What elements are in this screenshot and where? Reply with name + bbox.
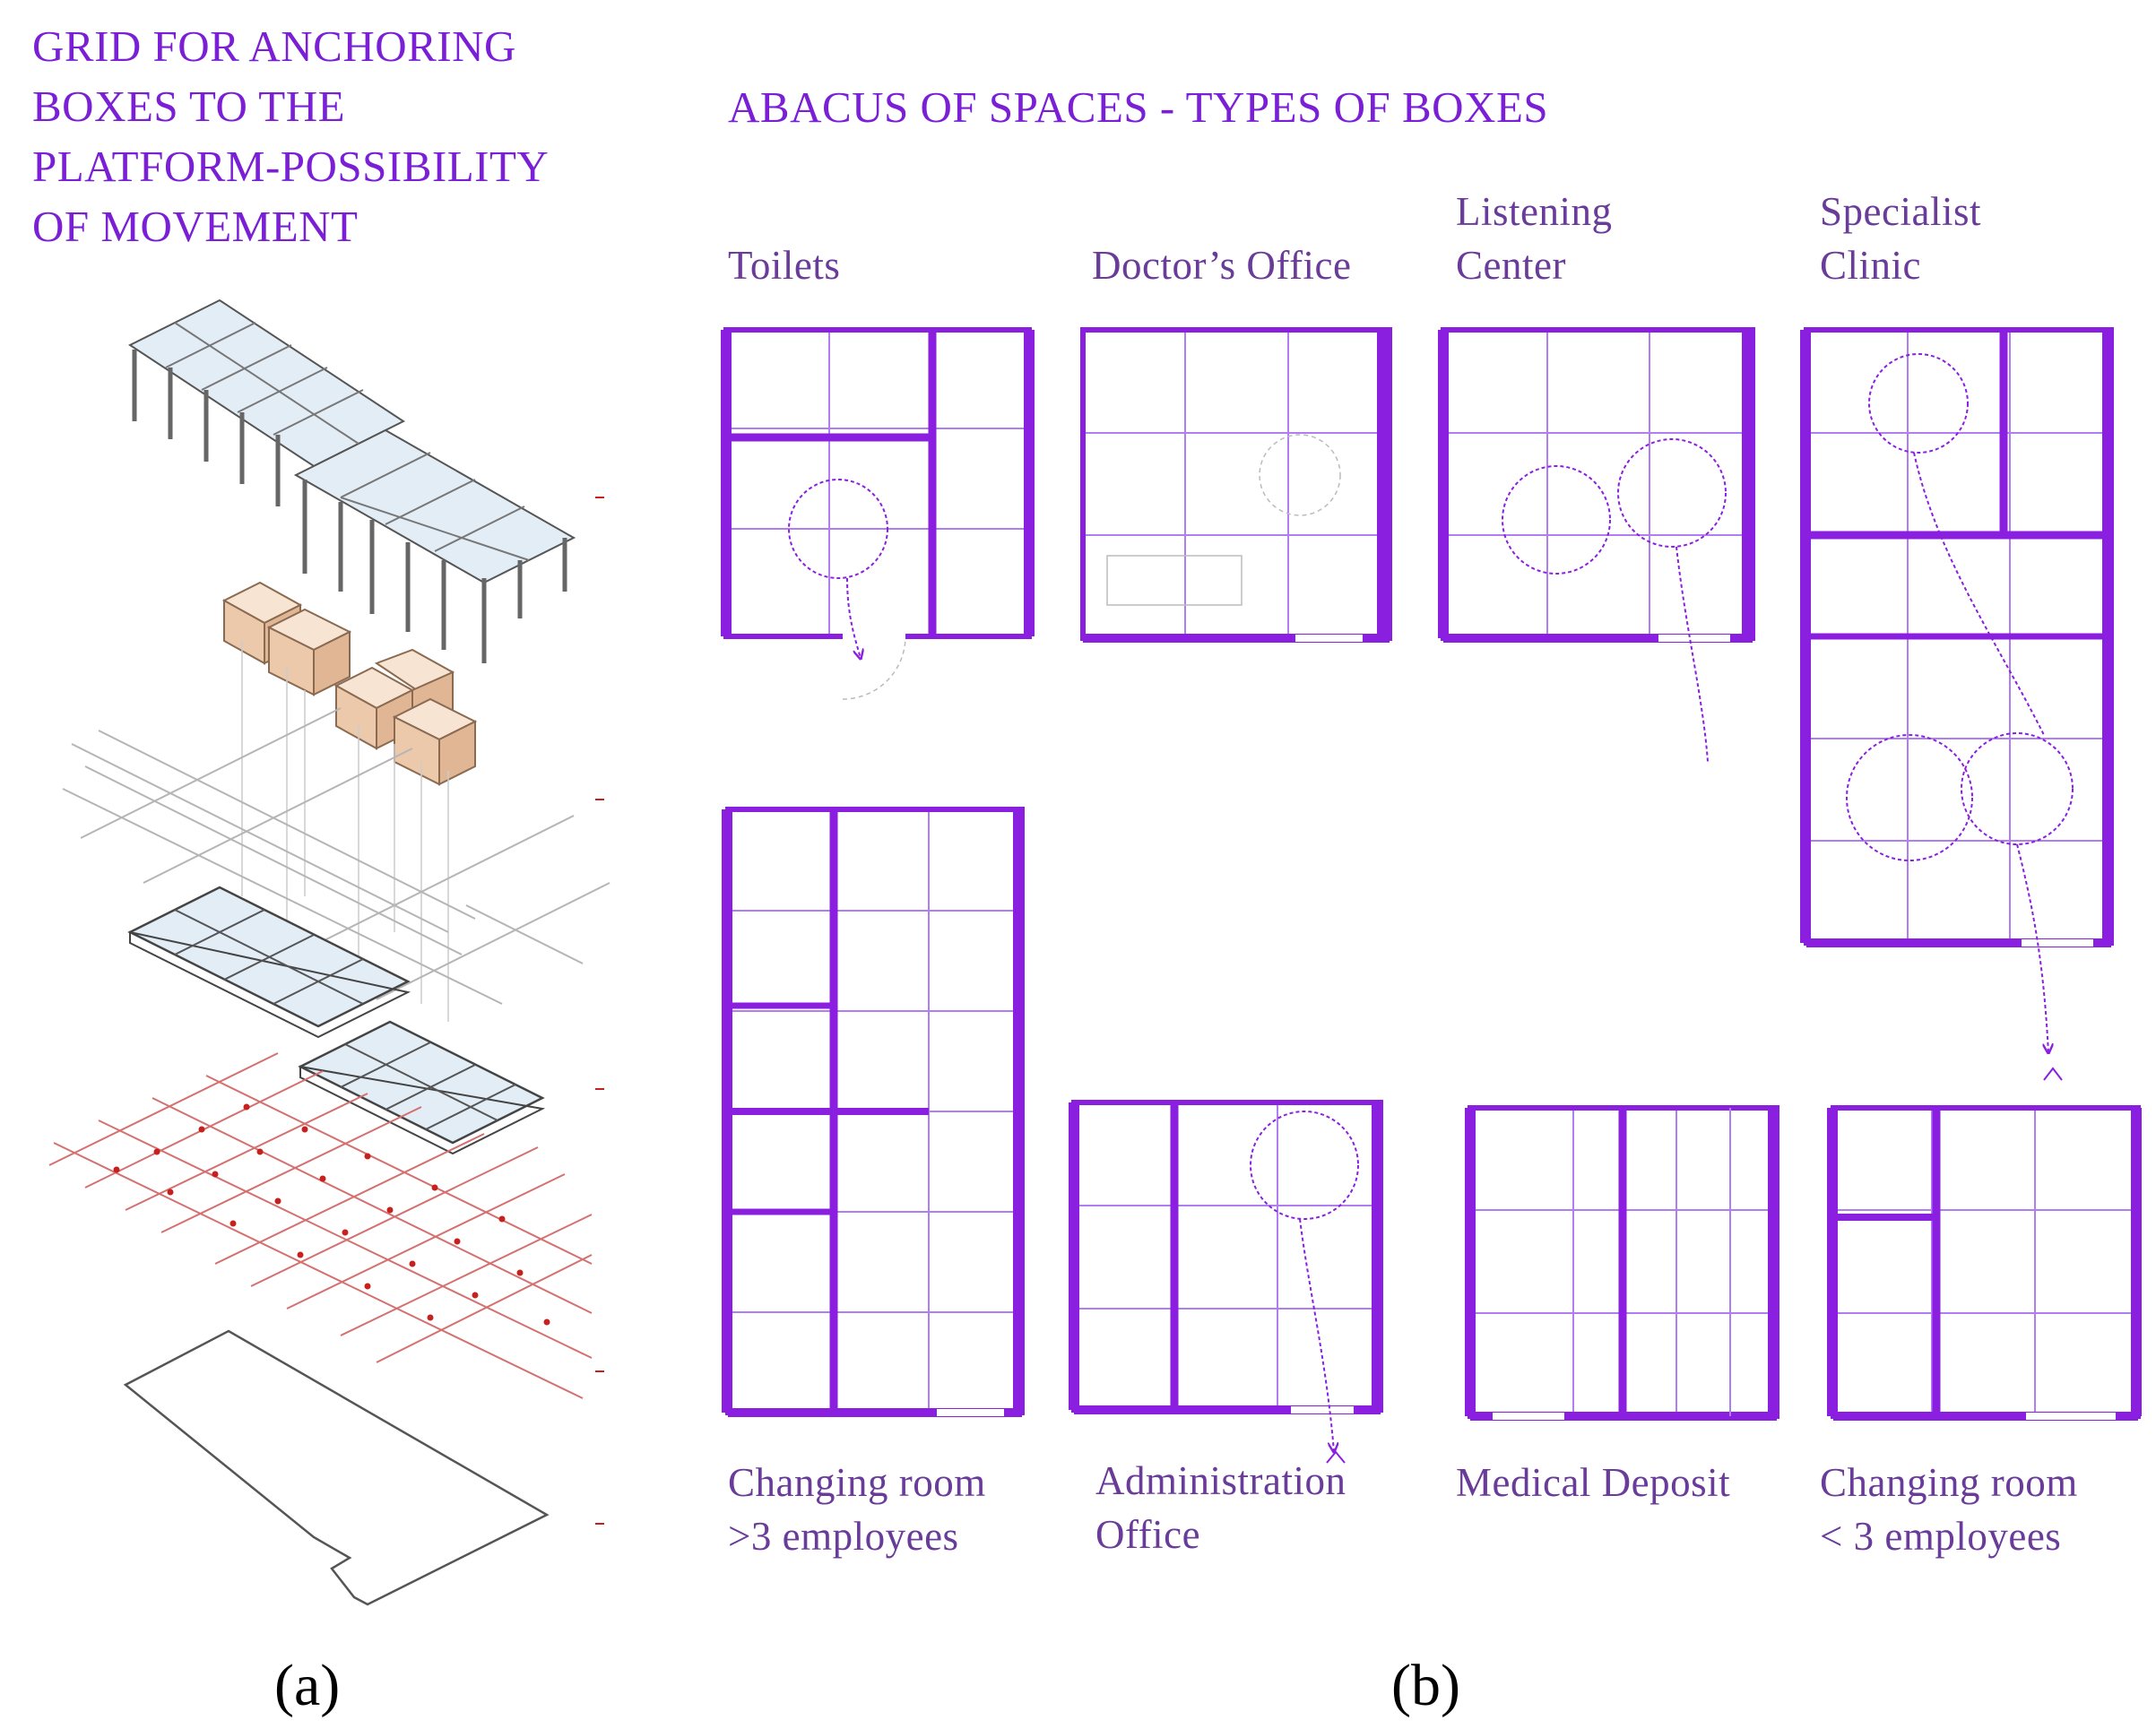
label-line: Specialist bbox=[1820, 189, 1981, 234]
plan-listening-center bbox=[1438, 327, 1755, 763]
label-line: Changing room bbox=[728, 1460, 986, 1505]
label-doctors-office: Doctor’s Office bbox=[1092, 238, 1352, 292]
panel-label-b-text: (b) bbox=[1391, 1653, 1460, 1718]
label-line: Doctor’s Office bbox=[1092, 243, 1352, 288]
foundation-grid bbox=[48, 1052, 593, 1399]
panel-a-title-line: OF MOVEMENT bbox=[32, 202, 359, 251]
label-line: Center bbox=[1456, 243, 1566, 288]
site-outline bbox=[123, 1329, 550, 1606]
label-line: < 3 employees bbox=[1820, 1514, 2062, 1559]
label-changing-room-large: Changing room >3 employees bbox=[728, 1456, 986, 1563]
plan-doctors-office bbox=[1080, 327, 1392, 643]
plan-medical-deposit bbox=[1465, 1105, 1779, 1421]
panel-a-title-line: BOXES TO THE bbox=[32, 82, 346, 131]
label-line: Changing room bbox=[1820, 1460, 2078, 1505]
label-toilets: Toilets bbox=[728, 238, 840, 292]
panel-label-a: (a) bbox=[274, 1655, 340, 1717]
label-line: Medical Deposit bbox=[1456, 1460, 1731, 1505]
panel-a-title-line: PLATFORM-POSSIBILITY bbox=[32, 142, 550, 191]
panel-label-b: (b) bbox=[1391, 1655, 1460, 1717]
projection-lines bbox=[241, 641, 449, 1022]
platform-slab bbox=[127, 886, 546, 1155]
panel-a-title: GRID FOR ANCHORING BOXES TO THE PLATFORM… bbox=[32, 16, 549, 256]
plan-changing-room-large bbox=[722, 807, 1025, 1417]
anchoring-rails bbox=[62, 707, 610, 1005]
label-administration-office: Administration Office bbox=[1095, 1454, 1346, 1561]
label-line: Administration bbox=[1095, 1458, 1346, 1503]
axonometric-diagram bbox=[48, 298, 610, 1606]
label-line: Office bbox=[1095, 1512, 1201, 1557]
label-medical-deposit: Medical Deposit bbox=[1456, 1456, 1730, 1509]
level-ticks bbox=[595, 497, 604, 1525]
label-line: Toilets bbox=[728, 243, 841, 288]
panel-b-title: ABACUS OF SPACES - TYPES OF BOXES bbox=[728, 77, 1548, 137]
plan-changing-room-small bbox=[1729, 1105, 2142, 1421]
plan-administration-office bbox=[1069, 1100, 1383, 1464]
panel-label-a-text: (a) bbox=[274, 1653, 341, 1718]
label-changing-room-small: Changing room < 3 employees bbox=[1820, 1456, 2078, 1563]
panel-b-title-text: ABACUS OF SPACES - TYPES OF BOXES bbox=[728, 82, 1549, 132]
modular-boxes bbox=[221, 581, 478, 786]
foundation-grid-nodes bbox=[113, 1103, 550, 1326]
plan-specialist-clinic bbox=[1800, 327, 2114, 1081]
box-floor-plans bbox=[721, 327, 2142, 1464]
label-listening-center: Listening Center bbox=[1456, 185, 1612, 292]
label-line: Clinic bbox=[1820, 243, 1921, 288]
panel-a-title-line: GRID FOR ANCHORING bbox=[32, 22, 516, 71]
label-specialist-clinic: Specialist Clinic bbox=[1820, 185, 1981, 292]
label-line: Listening bbox=[1456, 189, 1613, 234]
plan-toilets bbox=[721, 327, 1035, 700]
canopy-structure bbox=[128, 298, 576, 663]
label-line: >3 employees bbox=[728, 1514, 959, 1559]
